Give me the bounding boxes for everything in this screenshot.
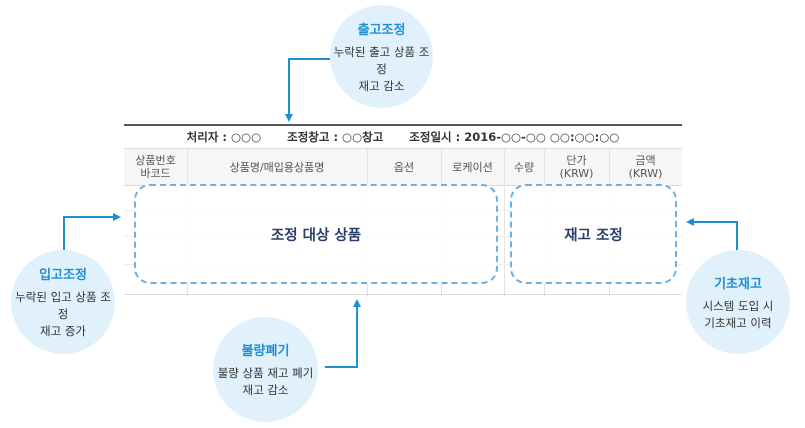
callout-inbound-line: 누락된 입고 상품 조정 <box>15 290 111 321</box>
group-target-products: 조정 대상 상품 <box>134 184 498 284</box>
callout-base-line: 시스템 도입 시 <box>702 298 774 313</box>
group-stock-adjustment: 재고 조정 <box>510 184 677 284</box>
datetime-label: 조정일시 : 2016-○○-○○ ○○:○○:○○ <box>409 130 620 144</box>
callout-base-stock: 기초재고 시스템 도입 시 기초재고 이력 <box>686 250 790 354</box>
callout-base-line: 기초재고 이력 <box>704 315 772 330</box>
warehouse-label: 조정창고 : ○○창고 <box>287 130 384 144</box>
callout-defect-line: 재고 감소 <box>242 383 289 397</box>
column-header-product-name: 상품명/매입용상품명 <box>229 160 325 174</box>
handler-label: 처리자 : ○○○ <box>186 130 262 144</box>
table-bottom-border <box>124 294 682 295</box>
callout-inbound-line: 재고 증가 <box>40 324 86 338</box>
table-top-border <box>124 124 682 126</box>
arrow-defect <box>325 299 361 368</box>
callout-defect-line: 불량 상품 재고 폐기 <box>217 366 314 380</box>
callout-defect-title: 불량폐기 <box>241 344 290 359</box>
callout-outbound-line: 누락된 출고 상품 조정 <box>333 44 430 76</box>
callout-outbound: 출고조정 누락된 출고 상품 조정 재고 감소 <box>330 5 433 108</box>
adjustment-info-bar: 처리자 : ○○○ 조정창고 : ○○창고 조정일시 : 2016-○○-○○ … <box>124 126 682 148</box>
arrow-inbound <box>63 213 121 250</box>
callout-inbound: 입고조정 누락된 입고 상품 조정 재고 증가 <box>11 250 115 354</box>
column-header-quantity: 수량 <box>513 160 535 174</box>
column-divider <box>504 148 505 296</box>
callout-base-title: 기초재고 <box>714 276 762 292</box>
arrow-base <box>686 218 738 250</box>
callout-inbound-title: 입고조정 <box>39 268 87 283</box>
column-header-location: 로케이션 <box>452 160 493 174</box>
callout-outbound-line: 재고 감소 <box>358 78 405 93</box>
arrow-outbound <box>285 58 330 122</box>
column-header-unit-price: 단가(KRW) <box>559 154 594 180</box>
callout-outbound-title: 출고조정 <box>357 22 406 38</box>
column-header-amount: 금액(KRW) <box>628 154 663 180</box>
column-header-option: 옵션 <box>393 160 415 174</box>
group-adjust-label: 재고 조정 <box>564 227 623 244</box>
callout-defect: 불량폐기 불량 상품 재고 폐기 재고 감소 <box>213 317 318 422</box>
group-target-label: 조정 대상 상품 <box>270 227 362 244</box>
